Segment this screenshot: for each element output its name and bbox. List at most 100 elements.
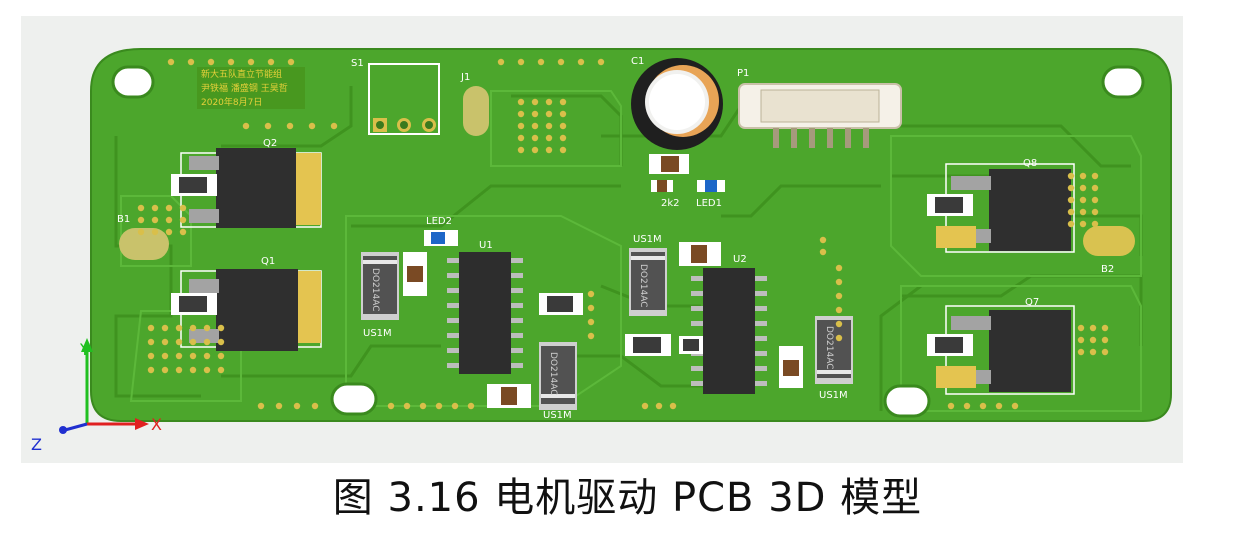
mounting-hole bbox=[883, 384, 931, 418]
via-pad bbox=[167, 58, 175, 66]
ic-pin bbox=[755, 366, 767, 371]
led-LED1: LED1 bbox=[696, 180, 725, 209]
silkscreen-note: 新大五队直立节能组 尹铁福 潘盛钢 王昊哲 2020年8月7日 bbox=[197, 67, 305, 109]
via-pad bbox=[1067, 220, 1075, 228]
via-pad bbox=[147, 338, 155, 346]
via-pad bbox=[179, 228, 187, 236]
mosfet-Q1: Q1 bbox=[171, 256, 322, 351]
via-pad bbox=[559, 98, 567, 106]
via-pad bbox=[286, 122, 294, 130]
ic-pin bbox=[755, 276, 767, 281]
via-pad bbox=[203, 366, 211, 374]
via-pad bbox=[979, 402, 987, 410]
via-pad bbox=[1101, 336, 1109, 344]
via-pad bbox=[175, 366, 183, 374]
via-pad bbox=[995, 402, 1003, 410]
via-pad bbox=[517, 98, 525, 106]
via-pad bbox=[835, 320, 843, 328]
via-pad bbox=[187, 58, 195, 66]
via-pad bbox=[161, 338, 169, 346]
via-pad bbox=[217, 352, 225, 360]
ic-pin bbox=[447, 288, 459, 293]
ic-pin bbox=[755, 306, 767, 311]
mounting-hole bbox=[111, 65, 155, 99]
via-pad bbox=[1079, 208, 1087, 216]
via-pad bbox=[531, 146, 539, 154]
via-pad bbox=[137, 228, 145, 236]
axis-z-label: Z bbox=[31, 435, 42, 454]
via-pad bbox=[275, 402, 283, 410]
ic-pin bbox=[691, 366, 703, 371]
ic-pin bbox=[447, 258, 459, 263]
diode-us1m-center: DO214AC US1M bbox=[539, 342, 577, 421]
label-J1: J1 bbox=[460, 72, 470, 83]
mounting-holes bbox=[111, 65, 1145, 418]
silk-note-line3: 2020年8月7日 bbox=[201, 96, 262, 108]
ic-pin bbox=[447, 333, 459, 338]
via-pad bbox=[559, 122, 567, 130]
via-pad bbox=[597, 58, 605, 66]
via-pad bbox=[1067, 208, 1075, 216]
via-pad bbox=[203, 352, 211, 360]
diode-marking: DO214AC bbox=[638, 264, 648, 307]
label-U2: U2 bbox=[733, 254, 747, 265]
via-pad bbox=[1077, 348, 1085, 356]
via-pad bbox=[1089, 348, 1097, 356]
via-pad bbox=[147, 352, 155, 360]
via-pad bbox=[1079, 196, 1087, 204]
via-pad bbox=[161, 324, 169, 332]
via-pad bbox=[189, 324, 197, 332]
via-pad bbox=[545, 134, 553, 142]
via-pad bbox=[175, 352, 183, 360]
via-pad bbox=[161, 352, 169, 360]
axis-z-dot bbox=[59, 426, 67, 434]
via-pad bbox=[1091, 184, 1099, 192]
mosfet-Q2: Q2 bbox=[171, 138, 322, 228]
label-S1: S1 bbox=[351, 58, 364, 69]
via-pad bbox=[264, 122, 272, 130]
via-pad bbox=[531, 110, 539, 118]
via-pad bbox=[387, 402, 395, 410]
via-pad bbox=[247, 58, 255, 66]
connector-P1: P1 bbox=[737, 68, 902, 148]
via-pad bbox=[1091, 196, 1099, 204]
resistor-2k2: 2k2 bbox=[649, 154, 689, 209]
ic-U1: U1 bbox=[447, 240, 523, 374]
via-pad bbox=[517, 110, 525, 118]
ic-pin bbox=[691, 381, 703, 386]
axis-x-label: X bbox=[151, 415, 162, 434]
via-pad bbox=[1101, 324, 1109, 332]
via-pad bbox=[257, 402, 265, 410]
via-pad bbox=[151, 204, 159, 212]
via-pad bbox=[819, 248, 827, 256]
pad-B1: B1 bbox=[117, 214, 169, 260]
via-pad bbox=[1067, 184, 1075, 192]
ic-pin bbox=[511, 258, 523, 263]
label-C1: C1 bbox=[631, 56, 644, 67]
axis-y-label: Y bbox=[79, 340, 90, 359]
ic-pin bbox=[755, 336, 767, 341]
via-pad bbox=[1079, 172, 1087, 180]
via-pad bbox=[587, 290, 595, 298]
ic-pin bbox=[691, 276, 703, 281]
via-pad bbox=[1091, 208, 1099, 216]
via-pad bbox=[165, 228, 173, 236]
diode-marking: DO214AC bbox=[370, 268, 380, 311]
mosfet-Q8: Q8 bbox=[927, 158, 1075, 253]
via-pad bbox=[963, 402, 971, 410]
via-pad bbox=[419, 402, 427, 410]
ic-pin bbox=[511, 288, 523, 293]
via-pad bbox=[947, 402, 955, 410]
via-pad bbox=[545, 146, 553, 154]
diode-marking: DO214AC bbox=[548, 352, 558, 395]
via-pad bbox=[497, 58, 505, 66]
via-pad bbox=[531, 134, 539, 142]
via-pad bbox=[559, 134, 567, 142]
ic-pin bbox=[511, 303, 523, 308]
via-pad bbox=[165, 204, 173, 212]
via-pad bbox=[517, 134, 525, 142]
via-pad bbox=[203, 338, 211, 346]
pcb-3d-viewport[interactable]: 新大五队直立节能组 尹铁福 潘盛钢 王昊哲 2020年8月7日 S1 J1 C1… bbox=[21, 16, 1183, 463]
switch-S1: S1 bbox=[351, 58, 440, 135]
ic-pin bbox=[447, 273, 459, 278]
